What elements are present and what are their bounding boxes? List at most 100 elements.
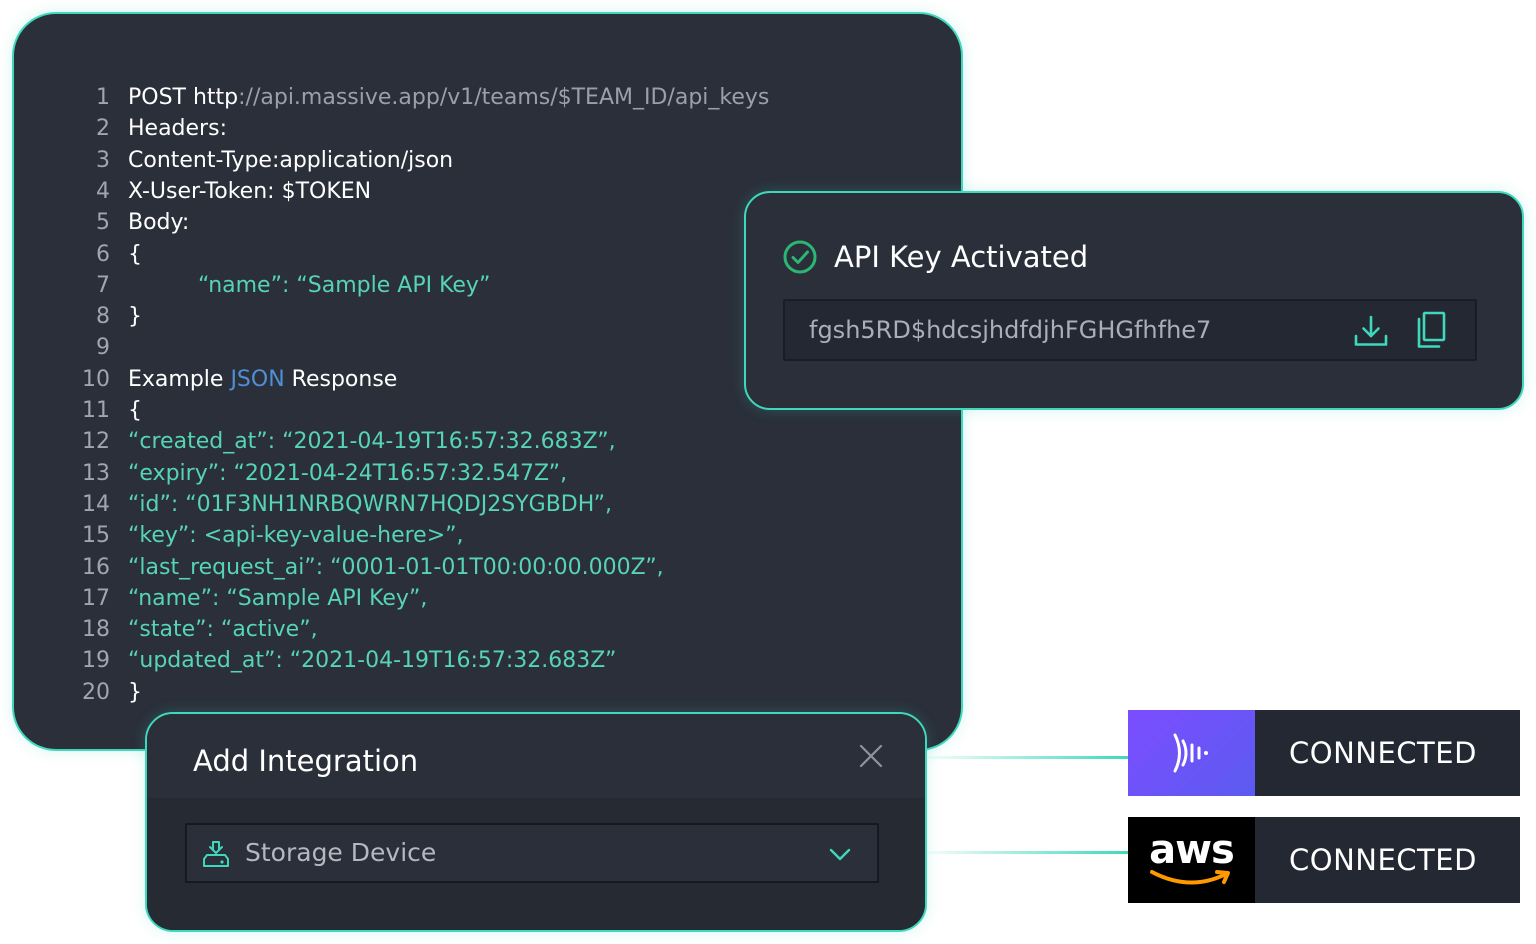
code-token: JSON: [230, 367, 285, 392]
sound-wave-icon: [1173, 733, 1208, 773]
code-text: “created_at”: “2021-04-19T16:57:32.683Z”…: [128, 426, 616, 457]
code-text: “key”: <api-key-value-here>”,: [128, 520, 464, 551]
api-key-title: API Key Activated: [834, 240, 1089, 274]
code-line: 9: [14, 332, 914, 363]
code-token: {: [128, 242, 142, 267]
connected-badge[interactable]: CONNECTED: [1128, 710, 1520, 796]
code-text: “state”: “active”,: [128, 614, 318, 645]
code-line: 18 “state”: “active”,: [14, 614, 914, 645]
code-token: Example: [128, 367, 231, 392]
code-text: Example JSON Response: [128, 364, 397, 395]
copy-icon[interactable]: [1416, 311, 1446, 349]
code-line: 19 “updated_at”: “2021-04-19T16:57:32.683…: [14, 645, 914, 676]
code-token: “expiry”: “2021-04-24T16:57:32.547Z”,: [128, 461, 568, 486]
integration-type-select[interactable]: Storage Device: [185, 823, 879, 883]
code-line: 4 X-User-Token: $TOKEN: [14, 176, 914, 207]
code-text: “updated_at”: “2021-04-19T16:57:32.683Z”: [128, 645, 616, 676]
add-integration-modal: Add Integration Storage Device: [145, 712, 927, 932]
line-number: 7: [96, 273, 110, 298]
check-circle-icon: [783, 240, 817, 274]
code-line: 16 “last_request_ai”: “0001-01-01T00:00:0…: [14, 552, 914, 583]
code-token: POST http: [128, 85, 239, 110]
code-line: 11{: [14, 395, 914, 426]
code-text: Headers:: [128, 113, 227, 144]
code-line: 1 POST http://api.massive.app/v1/teams/$T…: [14, 82, 914, 113]
line-number: 1: [96, 85, 110, 110]
code-token: “last_request_ai”: “0001-01-01T00:00:00.…: [128, 555, 664, 580]
code-text: “last_request_ai”: “0001-01-01T00:00:00.…: [128, 552, 664, 583]
code-line: 15 “key”: <api-key-value-here>”,: [14, 520, 914, 551]
line-number: 18: [82, 617, 110, 642]
close-icon[interactable]: [859, 744, 883, 768]
code-token: ://api.massive.app/v1/teams/$TEAM_ID/api…: [238, 85, 770, 110]
code-token: Content-Type:application/json: [128, 148, 454, 173]
code-text: Content-Type:application/json: [128, 145, 453, 176]
code-line: 17 “name”: “Sample API Key”,: [14, 583, 914, 614]
aws-logo: aws: [1128, 817, 1255, 903]
code-line: 20}: [14, 677, 914, 708]
line-number: 14: [82, 492, 110, 517]
code-text: }: [128, 301, 142, 332]
api-key-card: API Key Activated fgsh5RD$hdcsjhdfdjhFGH…: [744, 191, 1524, 410]
chevron-down-icon[interactable]: [827, 841, 853, 867]
code-line: 5 Body:: [14, 207, 914, 238]
sound-wave-logo: [1128, 710, 1255, 796]
code-token: }: [128, 304, 142, 329]
connector-line: [927, 851, 1128, 854]
select-value: Storage Device: [245, 838, 437, 867]
code-text: Body:: [128, 207, 189, 238]
modal-body: Storage Device: [147, 798, 925, 930]
connector-line: [927, 756, 1128, 759]
line-number: 20: [82, 680, 110, 705]
code-token: “key”: <api-key-value-here>”,: [128, 523, 464, 548]
line-number: 12: [82, 429, 110, 454]
line-number: 8: [96, 304, 110, 329]
api-key-value[interactable]: fgsh5RD$hdcsjhdfdjhFGHGfhfhe7: [809, 316, 1212, 344]
connected-badge[interactable]: aws CONNECTED: [1128, 817, 1520, 903]
code-line: 13 “expiry”: “2021-04-24T16:57:32.547Z”,: [14, 458, 914, 489]
aws-logo-text: aws: [1149, 827, 1235, 873]
code-token: “state”: “active”,: [128, 617, 318, 642]
code-text: “expiry”: “2021-04-24T16:57:32.547Z”,: [128, 458, 567, 489]
code-token: X-User-Token: $TOKEN: [128, 179, 372, 204]
connection-status: CONNECTED: [1289, 736, 1477, 770]
modal-title: Add Integration: [193, 744, 419, 778]
code-line: 3 Content-Type:application/json: [14, 145, 914, 176]
code-line: 8}: [14, 301, 914, 332]
code-token: “created_at”: “2021-04-19T16:57:32.683Z”…: [128, 429, 616, 454]
code-line: 12 “created_at”: “2021-04-19T16:57:32.683…: [14, 426, 914, 457]
code-token: “name”: “Sample API Key”,: [128, 586, 428, 611]
code-line: 7 “name”: “Sample API Key”: [14, 270, 914, 301]
line-number: 17: [82, 586, 110, 611]
line-number: 5: [96, 210, 110, 235]
aws-smile-icon: [1150, 870, 1230, 885]
code-token: “name”: “Sample API Key”: [198, 273, 491, 298]
line-number: 13: [82, 461, 110, 486]
code-token: “updated_at”: “2021-04-19T16:57:32.683Z”: [128, 648, 617, 673]
code-text: “name”: “Sample API Key”,: [128, 583, 427, 614]
line-number: 6: [96, 242, 110, 267]
line-number: 15: [82, 523, 110, 548]
code-token: Body:: [128, 210, 190, 235]
api-key-field[interactable]: fgsh5RD$hdcsjhdfdjhFGHGfhfhe7: [783, 299, 1477, 361]
code-text: {: [128, 239, 142, 270]
code-text: X-User-Token: $TOKEN: [128, 176, 371, 207]
download-icon[interactable]: [1353, 313, 1389, 349]
code-token: Response: [284, 367, 398, 392]
storage-device-icon: [203, 841, 229, 867]
line-number: 3: [96, 148, 110, 173]
code-token: Headers:: [128, 116, 227, 141]
code-token: {: [128, 398, 142, 423]
code-text: POST http://api.massive.app/v1/teams/$TE…: [128, 82, 769, 113]
connection-status: CONNECTED: [1289, 843, 1477, 877]
code-line: 6{: [14, 239, 914, 270]
line-number: 16: [82, 555, 110, 580]
code-text: “name”: “Sample API Key”: [198, 270, 490, 301]
line-number: 19: [82, 648, 110, 673]
code-line: 14“id”: “01F3NH1NRBQWRN7HQDJ2SYGBDH”,: [14, 489, 914, 520]
api-key-header: API Key Activated: [782, 237, 1088, 277]
line-number: 4: [96, 179, 110, 204]
line-number: 9: [96, 335, 110, 360]
